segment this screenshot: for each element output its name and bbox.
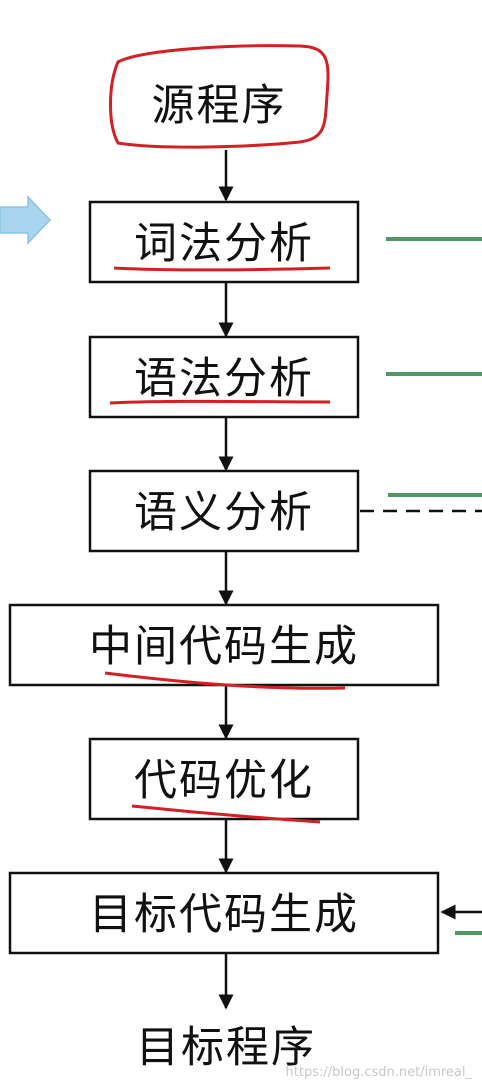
step-label-6: 目标代码生成 <box>89 890 359 940</box>
red-underline-5 <box>131 804 321 824</box>
source-program-label: 源程序 <box>152 81 287 131</box>
step-box-6 <box>8 871 440 955</box>
step-label-2: 语法分析 <box>134 354 314 404</box>
step-label-3: 语义分析 <box>134 488 314 538</box>
step-label-5: 代码优化 <box>134 756 314 806</box>
step-box-2 <box>88 335 360 419</box>
target-program-label: 目标程序 <box>136 1023 316 1073</box>
watermark: https://blog.csdn.net/imreal_ <box>285 1065 472 1080</box>
red-underline-4 <box>104 671 346 690</box>
source-circle <box>109 44 330 149</box>
red-underline-1 <box>113 266 331 272</box>
red-underline-2 <box>109 399 331 405</box>
side-arrow-blue-icon <box>0 195 52 245</box>
step-box-3 <box>88 469 360 553</box>
step-label-1: 词法分析 <box>134 219 314 269</box>
step-label-4: 中间代码生成 <box>89 622 359 672</box>
